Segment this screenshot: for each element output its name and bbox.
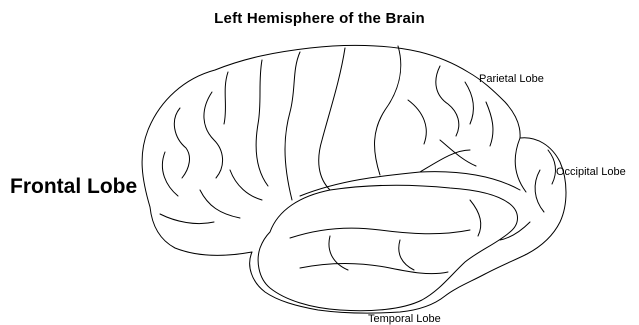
temporal-lobe-label: Temporal Lobe [368,314,441,325]
temporal-lobe-outline [258,185,517,310]
parietal-lobe-label: Parietal Lobe [479,74,544,85]
occipital-lobe-label: Occipital Lobe [556,167,626,178]
frontal-lobe-label: Frontal Lobe [10,176,137,197]
